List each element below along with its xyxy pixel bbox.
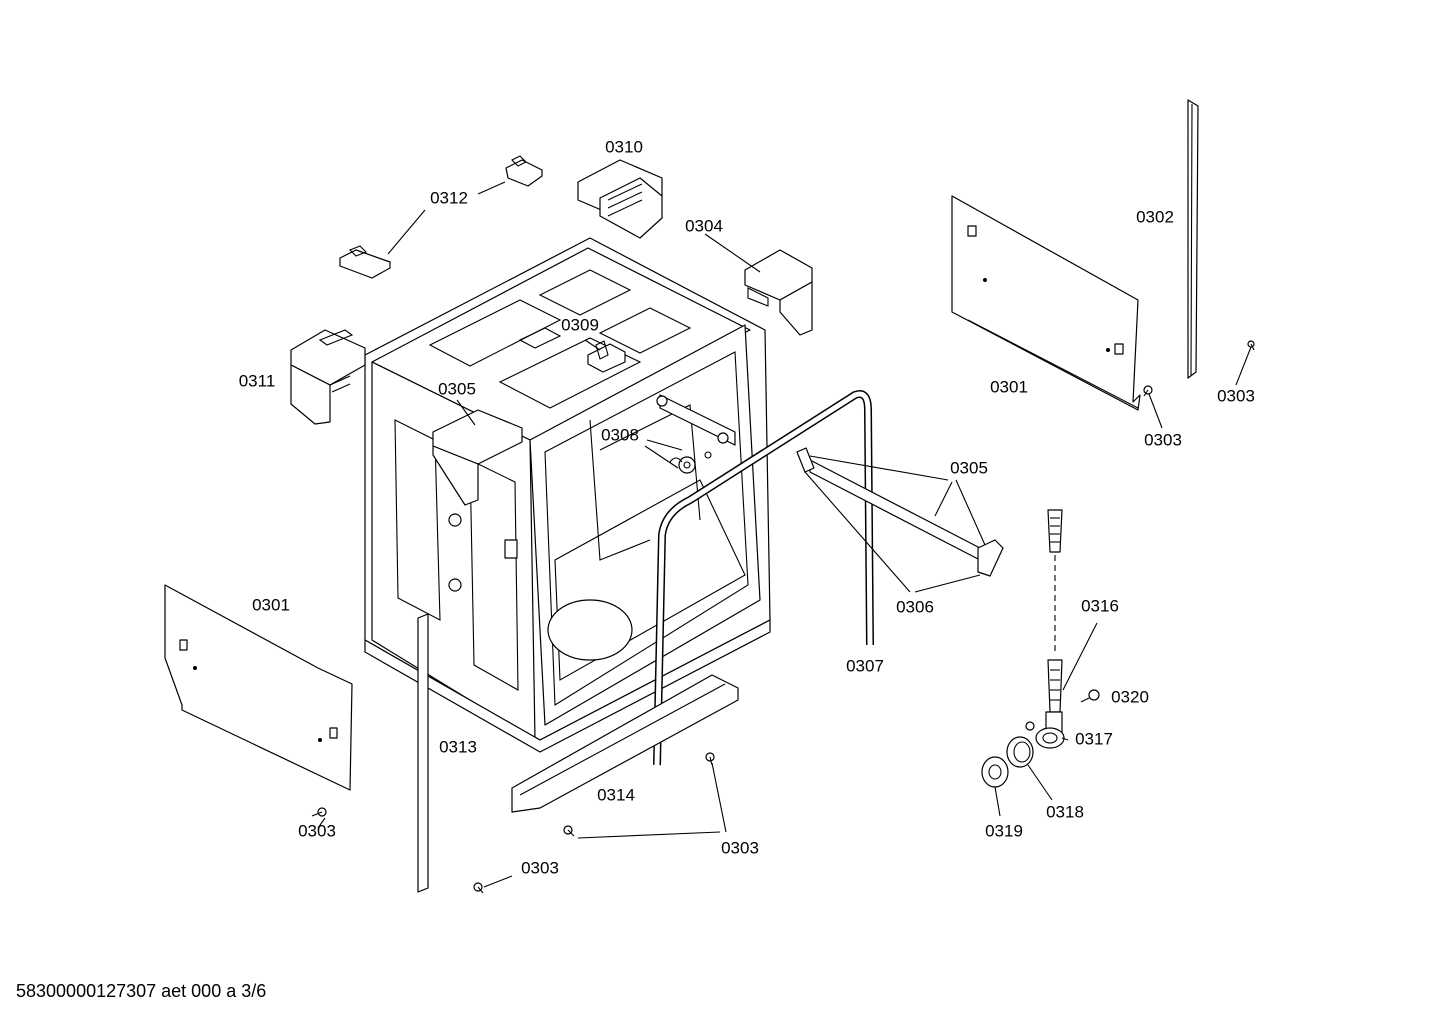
label-0319: 0319 — [985, 821, 1023, 841]
label-0313: 0313 — [439, 737, 477, 757]
label-0301-left: 0301 — [252, 595, 290, 615]
label-0312: 0312 — [430, 188, 468, 208]
part-0304-bracket — [744, 249, 813, 336]
label-0320: 0320 — [1111, 687, 1149, 707]
part-0318-ring — [1006, 736, 1034, 768]
part-0301-panel-right — [951, 195, 1141, 411]
label-0306: 0306 — [896, 597, 934, 617]
label-0317: 0317 — [1075, 729, 1113, 749]
part-0320-screw — [1080, 689, 1100, 703]
part-0313-seal — [417, 613, 429, 893]
part-0309-latch — [587, 340, 626, 373]
label-0303-d: 0303 — [721, 838, 759, 858]
part-0317-elbow — [1025, 711, 1065, 749]
part-0310-bracket — [577, 159, 663, 239]
label-0314: 0314 — [597, 785, 635, 805]
label-0311: 0311 — [238, 371, 276, 391]
label-0307: 0307 — [846, 656, 884, 676]
label-0304: 0304 — [685, 216, 723, 236]
document-footer-code: 58300000127307 aet 000 a 3/6 — [16, 981, 267, 1001]
label-0302: 0302 — [1136, 207, 1174, 227]
part-0306-rod — [796, 447, 1004, 577]
label-0303-e: 0303 — [521, 858, 559, 878]
label-0303-a: 0303 — [1217, 386, 1255, 406]
part-0302-strip — [1187, 99, 1199, 379]
part-0319-cap — [981, 756, 1009, 788]
label-0303-c: 0303 — [298, 821, 336, 841]
leader-lines — [317, 181, 1252, 888]
label-0316: 0316 — [1081, 596, 1119, 616]
part-0301-panel-left — [164, 584, 353, 791]
part-0307-seal — [653, 390, 874, 766]
part-0316-hose — [1047, 509, 1063, 713]
part-0312-brackets — [339, 155, 543, 279]
part-0311-corner-bracket — [290, 329, 366, 425]
part-0305-bracket-left — [432, 409, 523, 506]
label-0305-left: 0305 — [438, 379, 476, 399]
label-0303-b: 0303 — [1144, 430, 1182, 450]
label-0309: 0309 — [561, 315, 599, 335]
label-0305-right: 0305 — [950, 458, 988, 478]
label-0301-right: 0301 — [990, 377, 1028, 397]
part-0314-rail — [511, 674, 739, 813]
tub-housing — [364, 237, 771, 753]
label-0308: 0308 — [601, 425, 639, 445]
label-0318: 0318 — [1046, 802, 1084, 822]
part-0308-hinge — [656, 394, 736, 474]
label-0310: 0310 — [605, 137, 643, 157]
